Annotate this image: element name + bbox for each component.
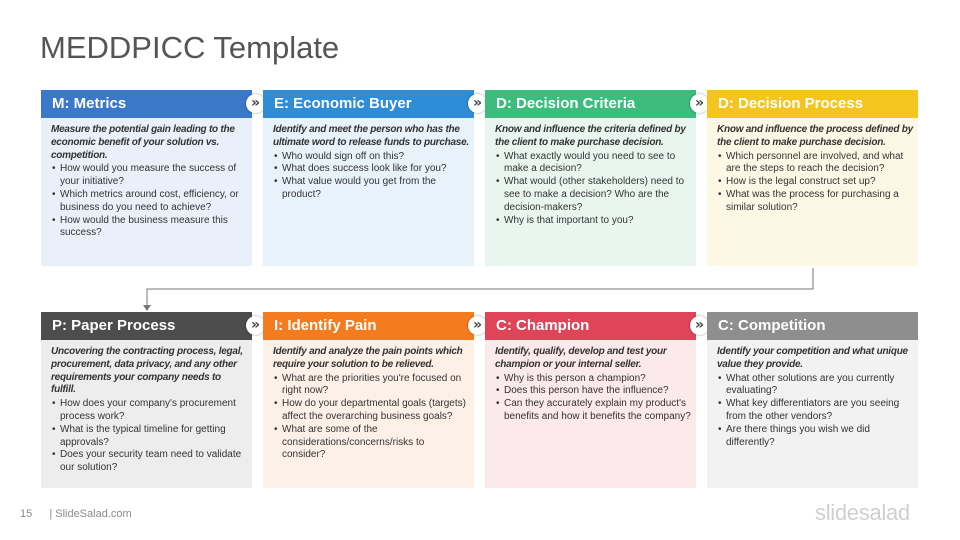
card-body: Know and influence the criteria defined … [485, 118, 696, 266]
card-bullet: Are there things you wish we did differe… [717, 424, 913, 450]
card-bullet: Can they accurately explain my product's… [495, 398, 691, 424]
footer: 15 | SlideSalad.com [20, 508, 132, 520]
card-bullet: What are some of the considerations/conc… [273, 424, 469, 462]
card-bullet: How would you measure the success of you… [51, 163, 247, 189]
card-bullets: What exactly would you need to see to ma… [495, 151, 691, 228]
page-title: MEDDPICC Template [40, 30, 340, 65]
chevron-right-icon: » [468, 316, 487, 335]
card-header: D: Decision Process [707, 90, 918, 118]
card-intro: Uncovering the contracting process, lega… [51, 346, 243, 396]
card-bullet: Which metrics around cost, efficiency, o… [51, 189, 247, 215]
card-body: Measure the potential gain leading to th… [41, 118, 252, 266]
chevron-right-icon: » [690, 94, 709, 113]
page-number: 15 [20, 508, 33, 520]
card-bullet: What was the process for purchasing a si… [717, 189, 913, 215]
card-bullet: What would (other stakeholders) need to … [495, 176, 691, 214]
card-bullets: Which personnel are involved, and what a… [717, 151, 913, 215]
card-bullet: How is the legal construct set up? [717, 176, 913, 189]
card-intro: Identify and analyze the pain points whi… [273, 346, 463, 370]
card-intro: Identify and meet the person who has the… [273, 124, 469, 148]
card-body: Identify and meet the person who has the… [263, 118, 474, 266]
card-bullet: What other solutions are you currently e… [717, 373, 913, 399]
card-header: M: Metrics [41, 90, 252, 118]
chevron-right-icon: » [690, 316, 709, 335]
card-bullet: Does this person have the influence? [495, 385, 691, 398]
card-body: Uncovering the contracting process, lega… [41, 340, 252, 488]
card-intro: Identify your competition and what uniqu… [717, 346, 908, 370]
card-bullets: How would you measure the success of you… [51, 163, 247, 240]
card-bullet: Why is that important to you? [495, 215, 691, 228]
card-bullet: Who would sign off on this? [273, 151, 469, 164]
chevron-right-icon: » [468, 94, 487, 113]
card-intro: Know and influence the process defined b… [717, 124, 913, 148]
card-bullets: What are the priorities you're focused o… [273, 373, 469, 463]
footer-site: | SlideSalad.com [49, 508, 132, 520]
card-intro: Know and influence the criteria defined … [495, 124, 686, 148]
card-intro: Identify, qualify, develop and test your… [495, 346, 667, 370]
card-header: C: Champion [485, 312, 696, 340]
card-bullet: How does your company's procurement proc… [51, 398, 247, 424]
chevron-right-icon: » [246, 316, 265, 335]
card-body: Identify and analyze the pain points whi… [263, 340, 474, 488]
card-header: E: Economic Buyer [263, 90, 474, 118]
card-header: C: Competition [707, 312, 918, 340]
card-bullet: How would the business measure this succ… [51, 215, 247, 241]
card-bullet: What exactly would you need to see to ma… [495, 151, 691, 177]
card-bullet: Why is this person a champion? [495, 373, 691, 386]
card-bullet: What is the typical timeline for getting… [51, 424, 247, 450]
card-bullet: How do your departmental goals (targets)… [273, 398, 469, 424]
card-header: D: Decision Criteria [485, 90, 696, 118]
slidesalad-logo: slidesalad [815, 500, 910, 525]
card-bullet: What key differentiators are you seeing … [717, 398, 913, 424]
card-body: Know and influence the process defined b… [707, 118, 918, 266]
card-body: Identify, qualify, develop and test your… [485, 340, 696, 488]
card-bullet: What value would you get from the produc… [273, 176, 469, 202]
card-bullets: Why is this person a champion?Does this … [495, 373, 691, 424]
card-bullet: Does your security team need to validate… [51, 449, 247, 475]
card-body: Identify your competition and what uniqu… [707, 340, 918, 488]
card-bullet: What does success look like for you? [273, 163, 469, 176]
card-header: P: Paper Process [41, 312, 252, 340]
card-header: I: Identify Pain [263, 312, 474, 340]
card-bullet: Which personnel are involved, and what a… [717, 151, 913, 177]
card-bullets: What other solutions are you currently e… [717, 373, 913, 450]
card-bullet: What are the priorities you're focused o… [273, 373, 469, 399]
card-bullets: Who would sign off on this?What does suc… [273, 151, 469, 202]
card-bullets: How does your company's procurement proc… [51, 398, 247, 475]
card-intro: Measure the potential gain leading to th… [51, 124, 235, 161]
chevron-right-icon: » [246, 94, 265, 113]
